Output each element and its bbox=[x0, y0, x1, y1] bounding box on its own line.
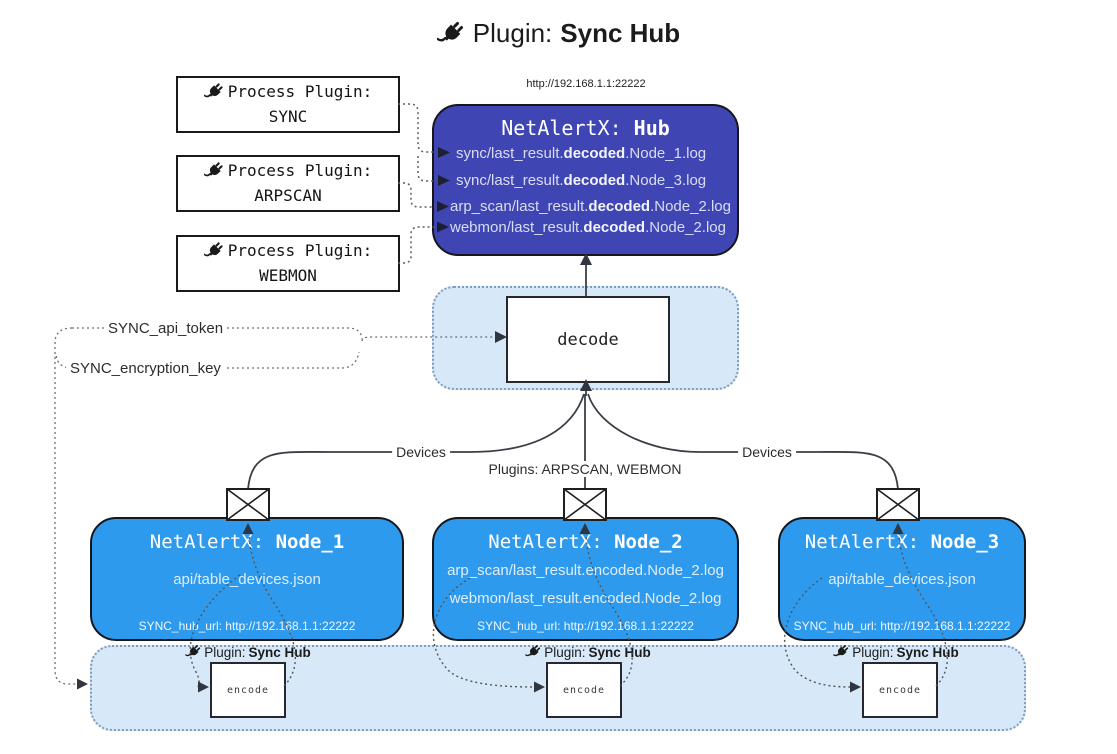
devices-label-right: Devices bbox=[738, 444, 796, 460]
plug-icon bbox=[204, 241, 224, 261]
node-title: NetAlertX: Node_3 bbox=[804, 531, 1000, 553]
plugins-mid-label: Plugins: ARPSCAN, WEBMON bbox=[484, 461, 686, 477]
hub-log-line: sync/last_result.decoded.Node_3.log bbox=[456, 172, 707, 189]
node-file-line: api/table_devices.json bbox=[173, 571, 321, 588]
encode-label: encode bbox=[226, 684, 270, 696]
plug-icon bbox=[185, 644, 201, 660]
node-box-node-2: NetAlertX: Node_2 arp_scan/last_result.e… bbox=[432, 517, 739, 641]
encode-label: encode bbox=[878, 684, 922, 696]
node-box-node-1: NetAlertX: Node_1 api/table_devices.json… bbox=[90, 517, 404, 641]
envelope-icon bbox=[876, 488, 920, 521]
plug-icon bbox=[437, 20, 465, 48]
decode-box: decode bbox=[506, 296, 670, 383]
hub-log-line: arp_scan/last_result.decoded.Node_2.log bbox=[450, 198, 731, 215]
node-hub-url: SYNC_hub_url: http://192.168.1.1:22222 bbox=[793, 619, 1011, 633]
process-plugin-label: Process Plugin: bbox=[227, 160, 373, 180]
envelope-icon bbox=[226, 488, 270, 521]
process-plugin-name: SYNC bbox=[268, 106, 308, 126]
page-title: Plugin: Sync Hub bbox=[0, 18, 1117, 49]
encode-box: encode bbox=[546, 662, 622, 718]
hub-log-line: sync/last_result.decoded.Node_1.log bbox=[456, 145, 707, 162]
devices-label-left: Devices bbox=[392, 444, 450, 460]
process-plugin-label: Process Plugin: bbox=[227, 81, 373, 101]
hub-title-name: Hub bbox=[633, 116, 670, 140]
hub-url: http://192.168.1.1:22222 bbox=[526, 78, 646, 90]
encoder-plugin-label: Plugin:Sync Hub bbox=[185, 644, 311, 660]
envelope-icon bbox=[563, 488, 607, 521]
encode-box: encode bbox=[210, 662, 286, 718]
edge-sync-to-hub bbox=[398, 103, 436, 153]
process-plugin-box-sync: Process Plugin: SYNC bbox=[176, 76, 400, 133]
node-file-line: arp_scan/last_result.encoded.Node_2.log bbox=[447, 562, 724, 579]
hub-box: NetAlertX: Hub sync/last_result.decoded.… bbox=[432, 104, 739, 256]
edge-arpscan-to-hub bbox=[398, 182, 435, 208]
node-hub-url: SYNC_hub_url: http://192.168.1.1:22222 bbox=[477, 619, 694, 633]
plug-icon bbox=[525, 644, 541, 660]
plug-icon bbox=[204, 82, 224, 102]
sync-api-token-label: SYNC_api_token bbox=[104, 320, 228, 337]
plug-icon bbox=[204, 161, 224, 181]
encode-box: encode bbox=[862, 662, 938, 718]
edge-secrets-down-left bbox=[54, 327, 76, 685]
encode-label: encode bbox=[562, 684, 606, 696]
process-plugin-name: ARPSCAN bbox=[254, 185, 322, 205]
edge-webmon-to-hub bbox=[398, 226, 435, 264]
node-title: NetAlertX: Node_1 bbox=[149, 531, 345, 553]
page-title-name: Sync Hub bbox=[560, 18, 681, 48]
hub-title: NetAlertX: Hub bbox=[434, 116, 737, 140]
encoder-plugin-label: Plugin:Sync Hub bbox=[833, 644, 959, 660]
process-plugin-label: Process Plugin: bbox=[227, 240, 373, 260]
plug-icon bbox=[833, 644, 849, 660]
node-hub-url: SYNC_hub_url: http://192.168.1.1:22222 bbox=[138, 619, 356, 633]
arrowhead bbox=[77, 678, 88, 690]
process-plugin-box-arpscan: Process Plugin: ARPSCAN bbox=[176, 155, 400, 212]
encoder-plugin-label: Plugin:Sync Hub bbox=[525, 644, 651, 660]
node-title: NetAlertX: Node_2 bbox=[488, 531, 683, 553]
hub-log-line: webmon/last_result.decoded.Node_2.log bbox=[450, 219, 726, 236]
node-file-line: webmon/last_result.encoded.Node_2.log bbox=[449, 590, 722, 607]
node-box-node-3: NetAlertX: Node_3 api/table_devices.json… bbox=[778, 517, 1026, 641]
page-title-prefix: Plugin: bbox=[472, 18, 553, 48]
hub-title-prefix: NetAlertX: bbox=[501, 116, 622, 140]
process-plugin-name: WEBMON bbox=[259, 265, 317, 285]
sync-encryption-key-label: SYNC_encryption_key bbox=[66, 360, 225, 377]
node-file-line: api/table_devices.json bbox=[828, 571, 976, 588]
decode-label: decode bbox=[557, 329, 619, 350]
process-plugin-box-webmon: Process Plugin: WEBMON bbox=[176, 235, 400, 292]
envelope-icons bbox=[226, 488, 920, 521]
